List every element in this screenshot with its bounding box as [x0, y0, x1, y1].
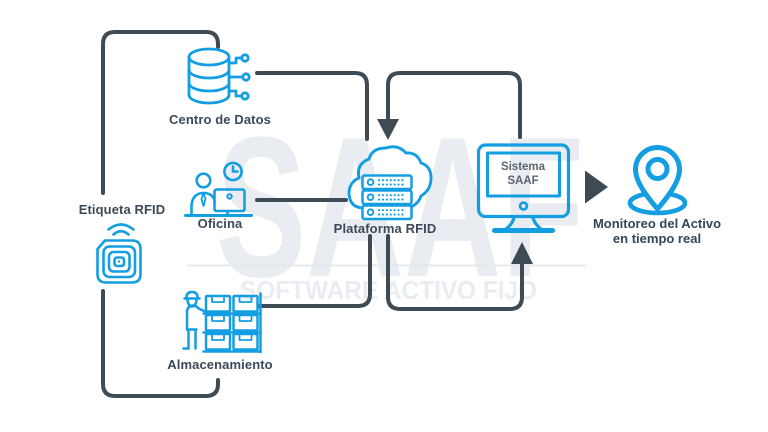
centro-de-datos-label: Centro de Datos — [169, 112, 271, 127]
monitoreo-label: Monitoreo del Activo en tiempo real — [592, 216, 722, 246]
database-icon — [187, 47, 251, 105]
connector-plataforma-to-sistema — [386, 234, 524, 311]
office-worker-icon — [184, 161, 253, 217]
right-arrow-icon — [585, 170, 608, 204]
arrow-up-into-monitor-icon — [511, 242, 533, 264]
warehouse-boxes-icon — [182, 290, 262, 354]
sistema-label-line1: Sistema — [500, 161, 546, 173]
connector-sistema-to-plataforma — [386, 71, 522, 139]
connector-etiqueta-to-centro — [101, 30, 220, 195]
monitoreo-label-line1: Monitoreo del Activo — [592, 216, 722, 231]
rfid-tag-icon — [96, 223, 142, 284]
cloud-servers-icon — [347, 145, 433, 221]
location-pin-icon — [627, 145, 688, 216]
etiqueta-rfid-label: Etiqueta RFID — [78, 202, 166, 217]
arrow-down-into-cloud-icon — [377, 119, 399, 140]
connector-arrowheads — [377, 119, 608, 264]
connector-almacen-to-plataforma — [257, 234, 372, 308]
connector-lines — [101, 30, 524, 398]
almacenamiento-label: Almacenamiento — [167, 357, 273, 372]
desktop-monitor-icon — [476, 143, 571, 233]
plataforma-rfid-label: Plataforma RFID — [333, 221, 437, 236]
connector-etiqueta-to-almacen — [101, 289, 220, 398]
oficina-label: Oficina — [197, 216, 243, 231]
connector-centro-to-plataforma — [255, 71, 369, 141]
monitoreo-label-line2: en tiempo real — [612, 230, 702, 246]
sistema-label-line2: SAAF — [507, 175, 539, 187]
